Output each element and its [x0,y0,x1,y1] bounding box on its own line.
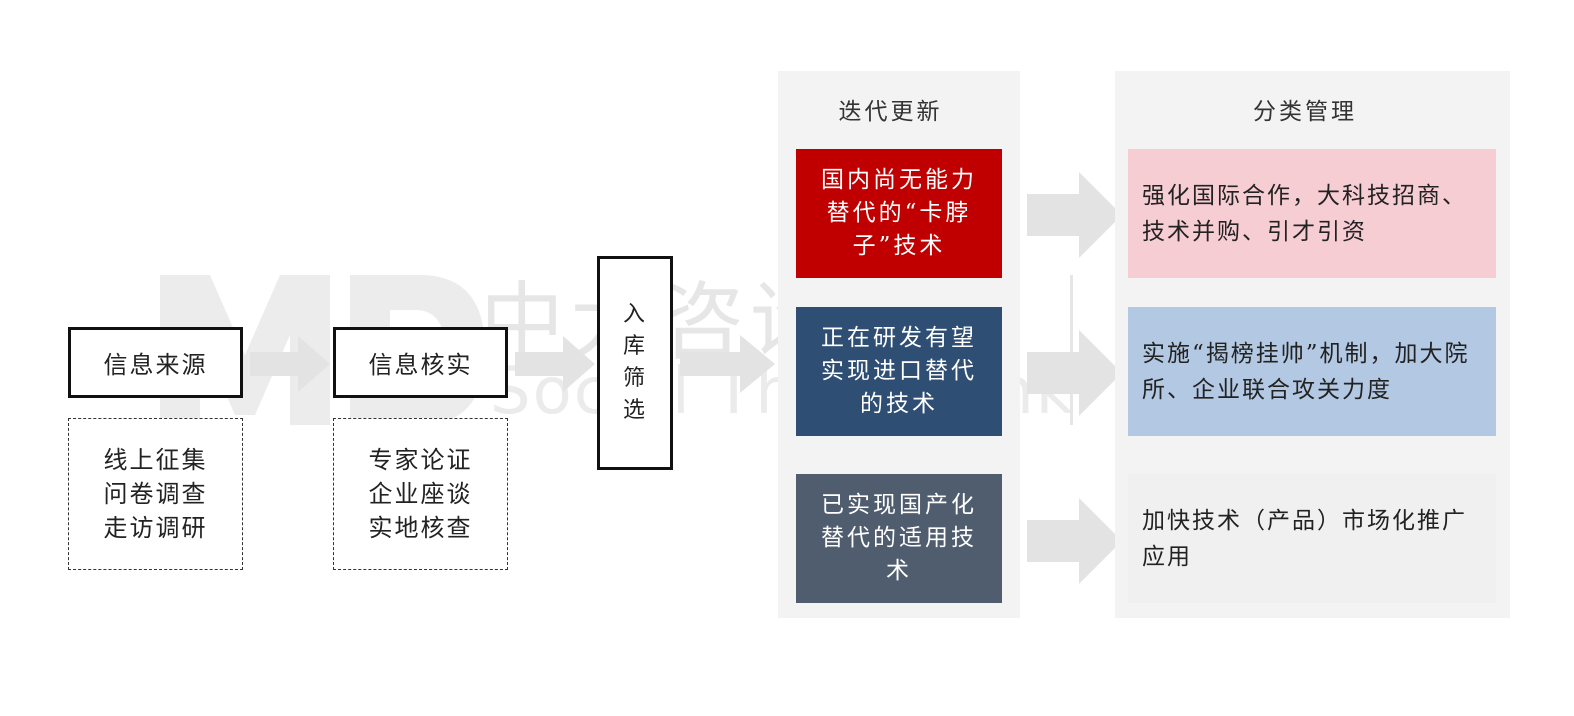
source-title: 信息来源 [103,351,208,379]
screening-char: 库 [622,334,647,359]
classify-title: 分类管理 [1253,99,1357,125]
arrow-right-icon [1027,498,1122,584]
arrow-right-icon [1027,172,1122,258]
verify-method: 专家论证 [368,446,473,474]
screening-box: 入 库 筛 选 [597,256,673,470]
iterate-title: 迭代更新 [838,99,943,125]
source-method: 走访调研 [103,514,208,542]
mgmt-item-international: 强化国际合作，大科技招商、技术并购、引才引资 [1128,149,1496,278]
watermark-divider [1070,275,1073,425]
screening-char: 选 [622,398,647,423]
tech-item-developing: 正在研发有望实现进口替代的技术 [796,307,1002,436]
arrow-right-icon [250,336,330,392]
tech-item-localized: 已实现国产化替代的适用技术 [796,474,1002,603]
arrow-right-icon [680,335,775,393]
arrow-right-icon [515,336,595,392]
verify-method: 实地核查 [368,514,473,542]
screening-char: 入 [622,302,647,327]
screening-char: 筛 [622,366,647,391]
source-methods-box: 线上征集 问卷调查 走访调研 [68,418,243,570]
verify-title-box: 信息核实 [333,327,508,398]
source-title-box: 信息来源 [68,327,243,398]
source-method: 线上征集 [103,446,208,474]
verify-title: 信息核实 [368,351,473,379]
arrow-right-icon [1027,330,1122,416]
verify-method: 企业座谈 [368,480,473,508]
verify-methods-box: 专家论证 企业座谈 实地核查 [333,418,508,570]
mgmt-item-market: 加快技术（产品）市场化推广应用 [1128,474,1496,603]
source-method: 问卷调查 [103,480,208,508]
tech-item-choke: 国内尚无能力替代的“卡脖子”技术 [796,149,1002,278]
mgmt-item-joint-research: 实施“揭榜挂帅”机制，加大院所、企业联合攻关力度 [1128,307,1496,436]
